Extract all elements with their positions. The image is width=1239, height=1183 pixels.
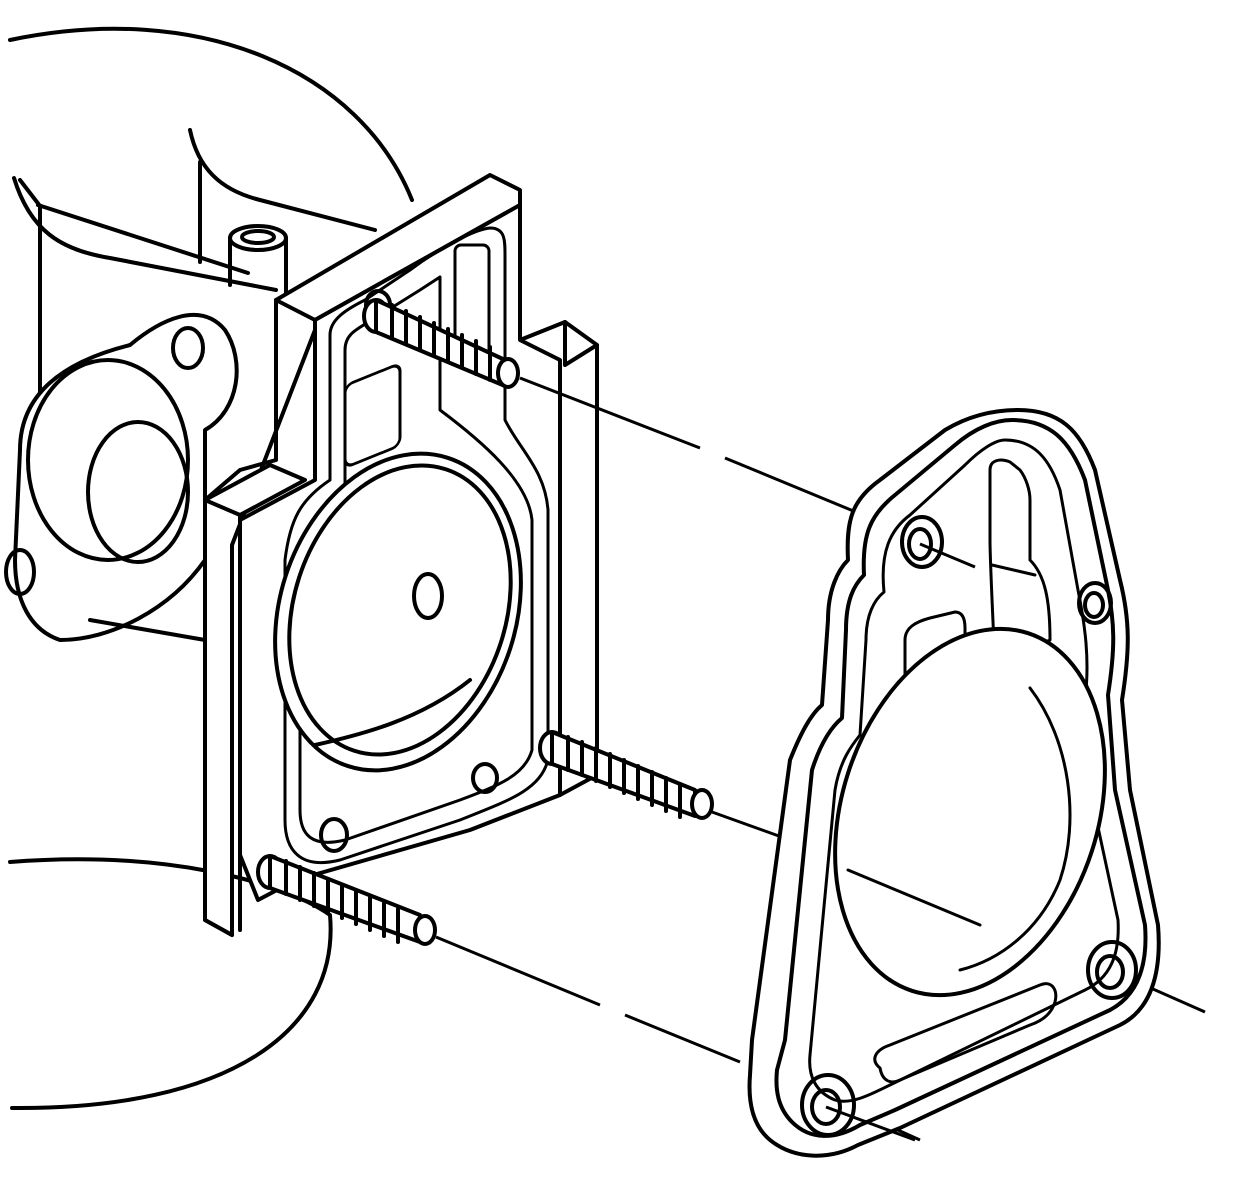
stud-middle [538,730,714,820]
gasket-bore [833,626,1107,998]
vacuum-port [228,224,288,302]
gasket-bolt-hole-right [1077,581,1113,625]
throttle-body-boss [203,463,307,517]
port-bore-inner [86,420,190,564]
mounting-studs [256,298,714,946]
throttle-shaft-hole [412,572,444,620]
stud-middle-tip [690,788,714,820]
stud-top-tip [496,357,520,389]
manifold-rib-1 [188,128,377,232]
gasket-bore-guide-line [846,868,982,927]
gasket-lower-slot [873,982,1058,1084]
flange-bolt-hole-right [471,762,499,794]
gasket-upper-window [988,458,1052,667]
port-bolt-hole [171,326,205,370]
throttle-plate-edge [313,678,472,747]
throttle-bore-outer [273,451,523,773]
manifold-runner-edge [36,203,250,275]
gasket-bolt-hole-bottom-left [800,1073,856,1137]
manifold-left-edge [18,178,42,407]
flange-bolt-hole-bottom [319,817,349,853]
gasket-bolt-hole-top [900,515,944,569]
throttle-bore-inner [287,463,513,757]
port-bore-outer [26,358,190,562]
stud-bottom-tip [413,914,437,946]
flange-slot [343,364,402,467]
stud-bottom [256,854,437,946]
gasket-bolt-hole-bottom-right [1086,940,1138,1000]
manifold-runner-top [12,176,278,292]
gasket-bead [808,438,1120,1103]
manifold-side-port [4,313,239,642]
stud-top [362,298,520,389]
flange-seal-channel [283,226,550,865]
throttle-body [203,173,599,937]
port-left-bolt-hole [4,548,36,596]
manifold-lower-arc [8,857,333,1111]
manifold-upper-arc [8,26,414,202]
intake-manifold [4,26,414,1111]
throttle-body-gasket [747,408,1161,1158]
gasket-bore-inner-edge [958,686,1072,972]
